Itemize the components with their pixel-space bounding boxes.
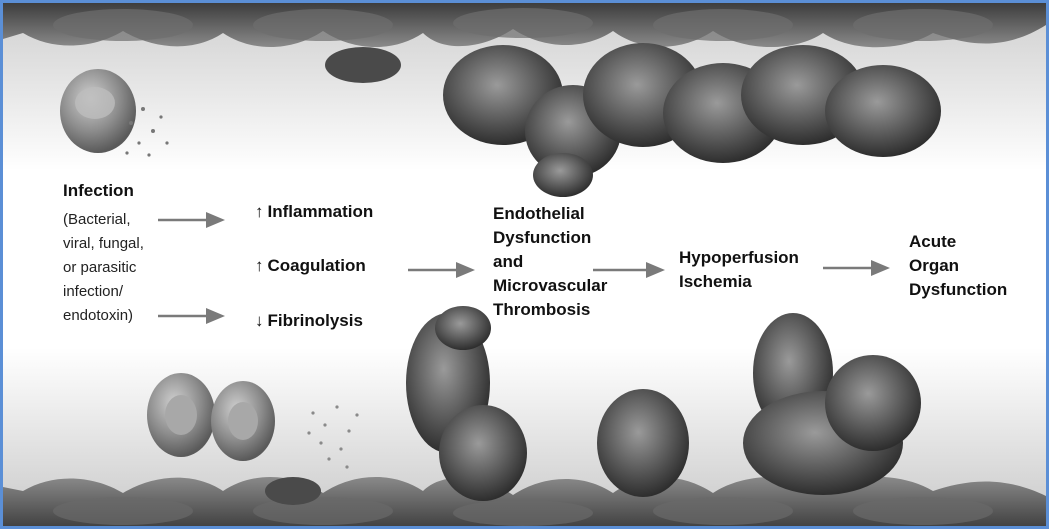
- infection-detail-line: or parasitic: [63, 256, 144, 280]
- infection-title: Infection: [63, 181, 134, 201]
- red-blood-cells: [147, 373, 275, 461]
- infection-detail-line: (Bacterial,: [63, 208, 144, 232]
- infection-detail-line: viral, fungal,: [63, 232, 144, 256]
- infection-detail-line: infection/: [63, 280, 144, 304]
- infection-detail: (Bacterial, viral, fungal, or parasitic …: [63, 208, 144, 328]
- label-line: Endothelial: [493, 202, 607, 226]
- up-arrow-icon: ↑: [255, 256, 264, 275]
- thrombus-top: [325, 43, 941, 197]
- response-coagulation: ↑Coagulation: [255, 254, 366, 278]
- infection-detail-line: endotoxin): [63, 304, 144, 328]
- endothelial-dysfunction-label: Endothelial Dysfunction and Microvascula…: [493, 202, 607, 322]
- endotoxin-particles: [307, 405, 358, 468]
- label-line: Thrombosis: [493, 298, 607, 322]
- arrow-coagulation-to-endothelial: [408, 262, 475, 278]
- top-vessel-wall: [3, 3, 1049, 47]
- hypoperfusion-label: Hypoperfusion Ischemia: [679, 246, 799, 294]
- response-label: Inflammation: [268, 202, 374, 221]
- up-arrow-icon: ↑: [255, 202, 264, 221]
- organ-dysfunction-label: Acute Organ Dysfunction: [909, 230, 1007, 302]
- label-line: Dysfunction: [909, 278, 1007, 302]
- label-line: Microvascular: [493, 274, 607, 298]
- arrow-infection-to-inflammation: [158, 212, 225, 228]
- label-line: and: [493, 250, 607, 274]
- response-label: Fibrinolysis: [268, 311, 363, 330]
- label-line: Hypoperfusion: [679, 246, 799, 270]
- leukocyte-cell: [60, 69, 169, 157]
- label-line: Organ: [909, 254, 1007, 278]
- arrow-infection-to-fibrinolysis: [158, 308, 225, 324]
- response-inflammation: ↑Inflammation: [255, 200, 373, 224]
- down-arrow-icon: ↓: [255, 311, 264, 330]
- response-label: Coagulation: [268, 256, 366, 275]
- response-fibrinolysis: ↓Fibrinolysis: [255, 309, 363, 333]
- label-line: Acute: [909, 230, 1007, 254]
- label-line: Ischemia: [679, 270, 799, 294]
- arrow-hypoperfusion-to-organ: [823, 260, 890, 276]
- bottom-vessel-wall: [3, 477, 1049, 529]
- thrombus-bottom: [265, 306, 921, 505]
- label-line: Dysfunction: [493, 226, 607, 250]
